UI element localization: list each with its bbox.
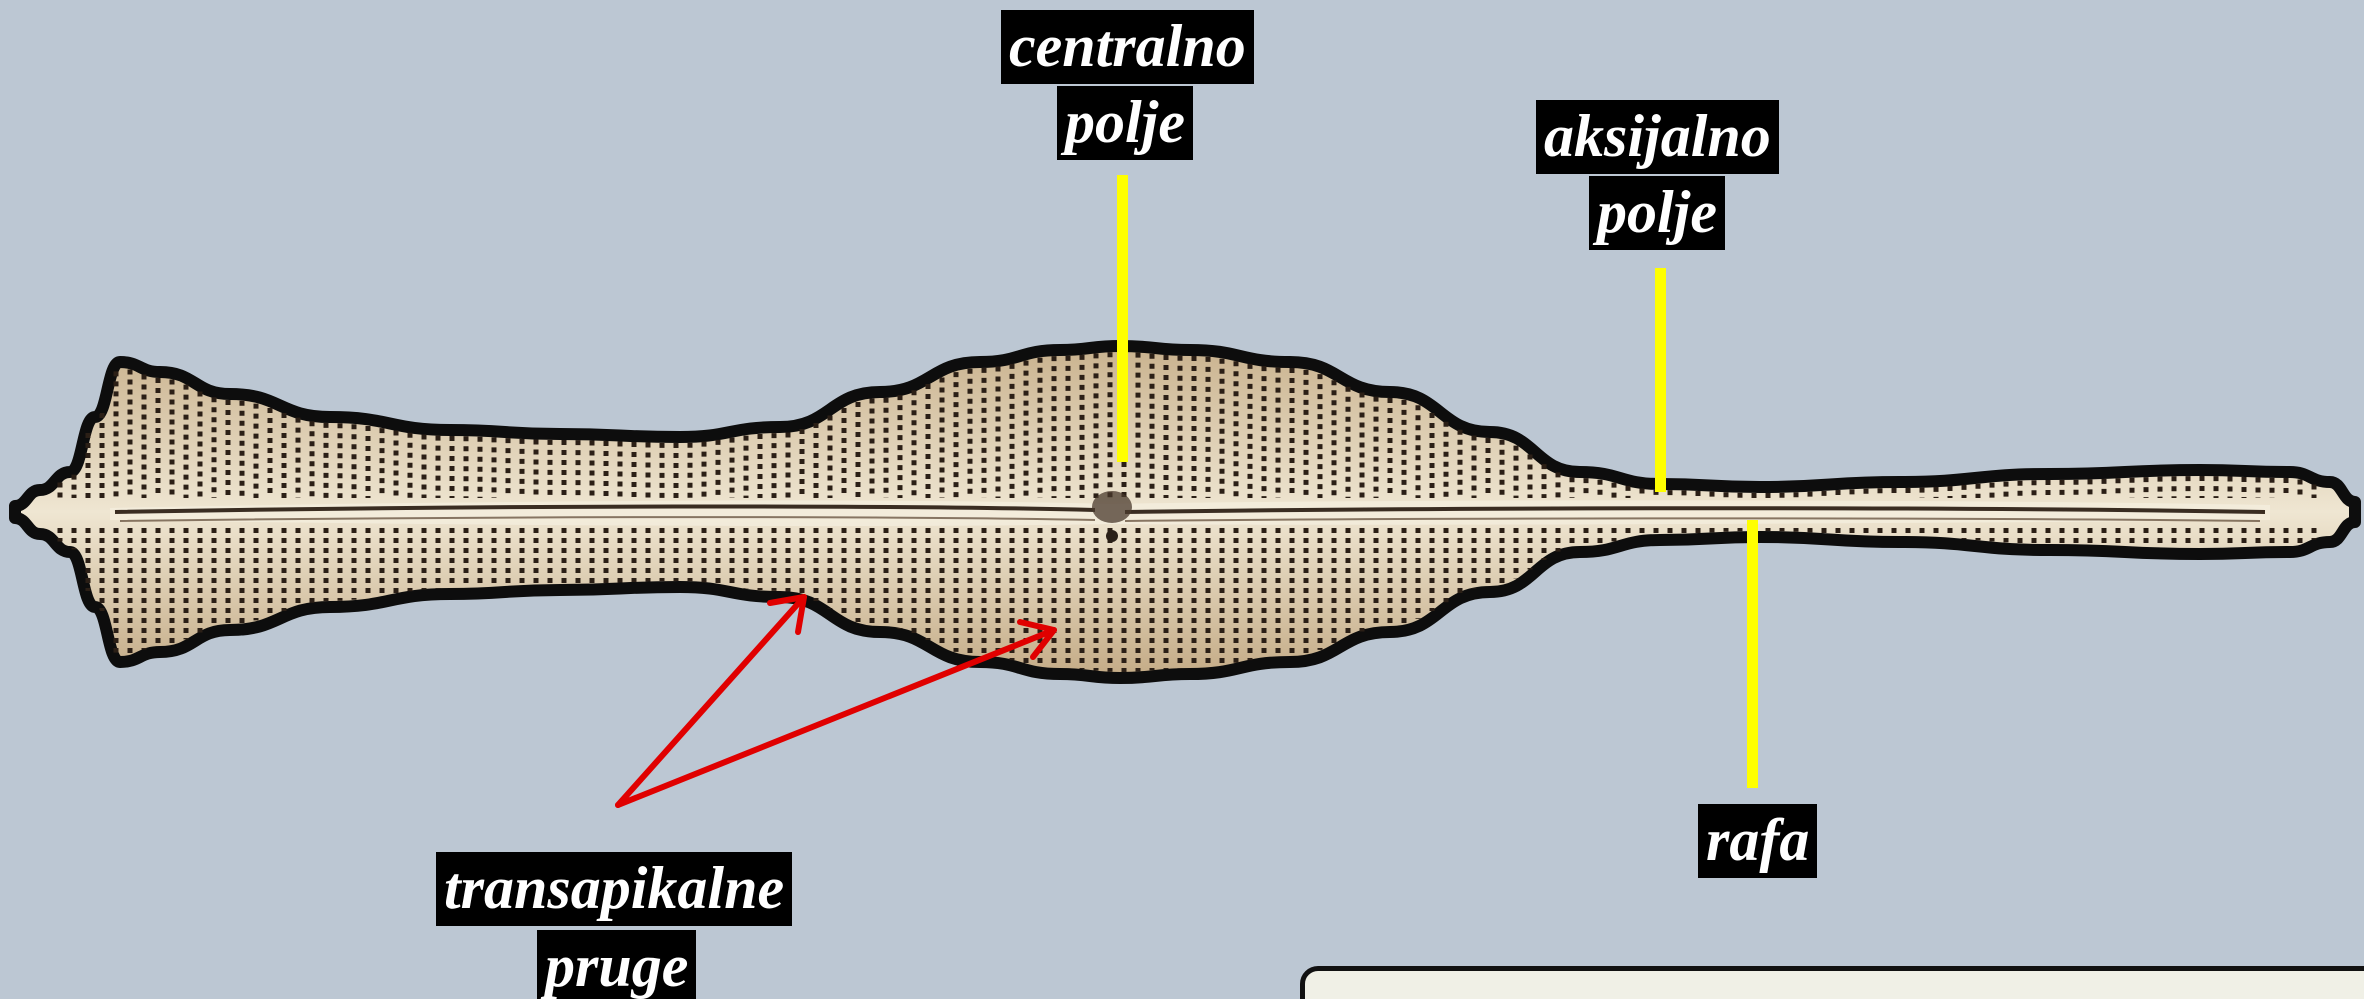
striae-arrow-left — [618, 597, 804, 805]
raphe-pointer — [1747, 520, 1758, 788]
caption-box — [1300, 966, 2364, 999]
central-field-pointer — [1117, 175, 1128, 462]
striae-arrow-right — [618, 630, 1054, 805]
raphe-label: rafa — [1698, 804, 1817, 878]
central-field-label-line2: polje — [1057, 86, 1193, 160]
striae-label-line1: transapikalne — [436, 852, 792, 926]
axial-field-label-line1: aksijalno — [1536, 100, 1779, 174]
central-nodule — [1092, 491, 1132, 523]
axial-field-pointer — [1655, 268, 1666, 492]
striae-label-line2: pruge — [537, 930, 696, 999]
central-field-label-line1: centralno — [1001, 10, 1254, 84]
axial-area — [110, 500, 2270, 526]
axial-field-label-line2: polje — [1589, 176, 1725, 250]
